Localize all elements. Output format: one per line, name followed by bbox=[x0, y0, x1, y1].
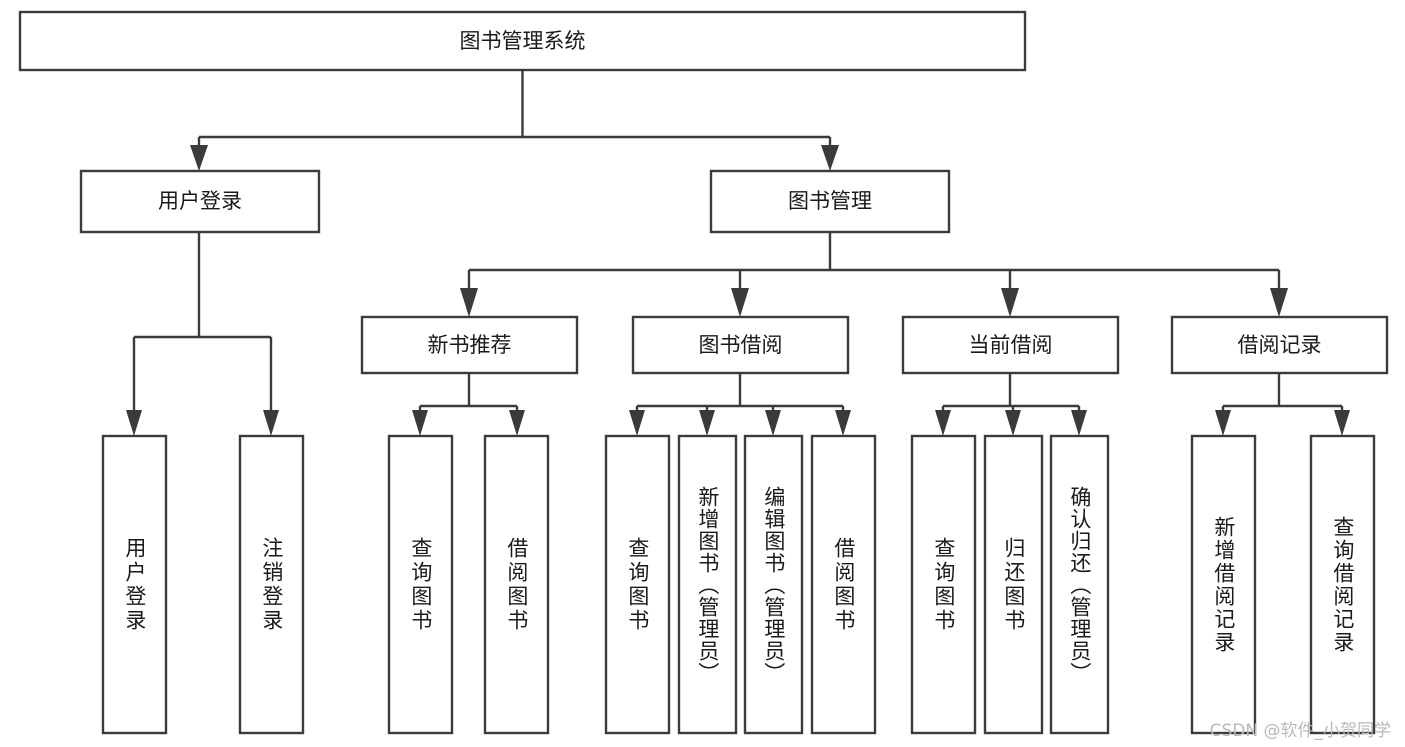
leaf-box-query-borrow-record[interactable] bbox=[1309, 434, 1376, 735]
connector-group-root-to-level2 bbox=[190, 70, 839, 171]
node-borrow-records[interactable]: 借阅记录 bbox=[1170, 315, 1389, 375]
node-root-box[interactable] bbox=[18, 10, 1027, 72]
node-root-label: 图书管理系统 bbox=[460, 29, 586, 53]
node-book-management-label: 图书管理 bbox=[788, 189, 872, 213]
leaf-box-return-book[interactable] bbox=[983, 434, 1044, 735]
node-user-login-box[interactable] bbox=[79, 169, 321, 234]
leaf-box-user-login[interactable] bbox=[101, 434, 168, 735]
node-book-borrow[interactable]: 图书借阅 bbox=[631, 315, 850, 375]
node-root[interactable]: 图书管理系统 bbox=[18, 10, 1027, 72]
node-current-borrow-label: 当前借阅 bbox=[969, 333, 1053, 357]
arrowhead-leaf-add-book-admin bbox=[699, 410, 715, 436]
arrowhead-leaf-query-book-recommend bbox=[412, 410, 428, 436]
node-user-login[interactable]: 用户登录 bbox=[79, 169, 321, 234]
leaf-box-borrow-book-recommend[interactable] bbox=[483, 434, 550, 735]
leaf-boxes-group bbox=[101, 434, 1376, 735]
arrowhead-book-management bbox=[821, 145, 839, 171]
arrowhead-leaf-logout bbox=[263, 410, 279, 436]
arrowhead-leaf-borrow-book bbox=[835, 410, 851, 436]
arrowhead-leaf-return-book bbox=[1005, 410, 1021, 436]
arrowhead-leaf-query-book-current bbox=[935, 410, 951, 436]
node-current-borrow-box[interactable] bbox=[901, 315, 1120, 375]
arrowhead-leaf-confirm-return-admin bbox=[1071, 410, 1087, 436]
node-book-management[interactable]: 图书管理 bbox=[709, 169, 951, 234]
node-book-borrow-label: 图书借阅 bbox=[699, 333, 783, 357]
arrowhead-leaf-edit-book-admin bbox=[765, 410, 781, 436]
node-user-login-label: 用户登录 bbox=[158, 189, 242, 213]
connector-group-currentborrow-to-leaves bbox=[935, 373, 1087, 436]
node-borrow-records-box[interactable] bbox=[1170, 315, 1389, 375]
node-current-borrow[interactable]: 当前借阅 bbox=[901, 315, 1120, 375]
leaf-box-add-book-admin[interactable] bbox=[677, 434, 738, 735]
arrowhead-leaf-add-borrow-record bbox=[1215, 410, 1231, 436]
connector-group-bookmgmt-to-level3 bbox=[460, 232, 1288, 317]
node-book-borrow-box[interactable] bbox=[631, 315, 850, 375]
node-new-book-recommend[interactable]: 新书推荐 bbox=[360, 315, 579, 375]
leaf-box-edit-book-admin[interactable] bbox=[743, 434, 804, 735]
arrowhead-current-borrow bbox=[1001, 288, 1019, 317]
arrowhead-leaf-query-book-borrow bbox=[629, 410, 645, 436]
node-new-book-recommend-box[interactable] bbox=[360, 315, 579, 375]
arrowhead-leaf-query-borrow-record bbox=[1334, 410, 1350, 436]
csdn-watermark: CSDN @软件_小贺同学 bbox=[1209, 721, 1391, 741]
connector-group-bookborrow-to-leaves bbox=[629, 373, 851, 436]
leaf-box-add-borrow-record[interactable] bbox=[1190, 434, 1257, 735]
arrowhead-borrow-records bbox=[1270, 288, 1288, 317]
arrowhead-user-login bbox=[190, 145, 208, 171]
arrowhead-leaf-user-login bbox=[126, 410, 142, 436]
leaf-box-query-book-borrow[interactable] bbox=[604, 434, 671, 735]
node-borrow-records-label: 借阅记录 bbox=[1238, 333, 1322, 357]
arrowhead-book-borrow bbox=[731, 288, 749, 317]
arrowhead-new-book-recommend bbox=[460, 288, 478, 317]
node-book-management-box[interactable] bbox=[709, 169, 951, 234]
leaf-box-logout[interactable] bbox=[238, 434, 305, 735]
leaf-box-query-book-current[interactable] bbox=[910, 434, 977, 735]
node-new-book-recommend-label: 新书推荐 bbox=[428, 333, 512, 357]
connector-group-userlogin-to-leaves bbox=[126, 232, 279, 436]
leaf-box-query-book-recommend[interactable] bbox=[387, 434, 454, 735]
connector-group-newbook-to-leaves bbox=[412, 373, 525, 436]
connector-group-borrowrecords-to-leaves bbox=[1215, 373, 1350, 436]
leaf-box-confirm-return-admin[interactable] bbox=[1049, 434, 1110, 735]
leaf-box-borrow-book[interactable] bbox=[810, 434, 877, 735]
arrowhead-leaf-borrow-book-recommend bbox=[509, 410, 525, 436]
